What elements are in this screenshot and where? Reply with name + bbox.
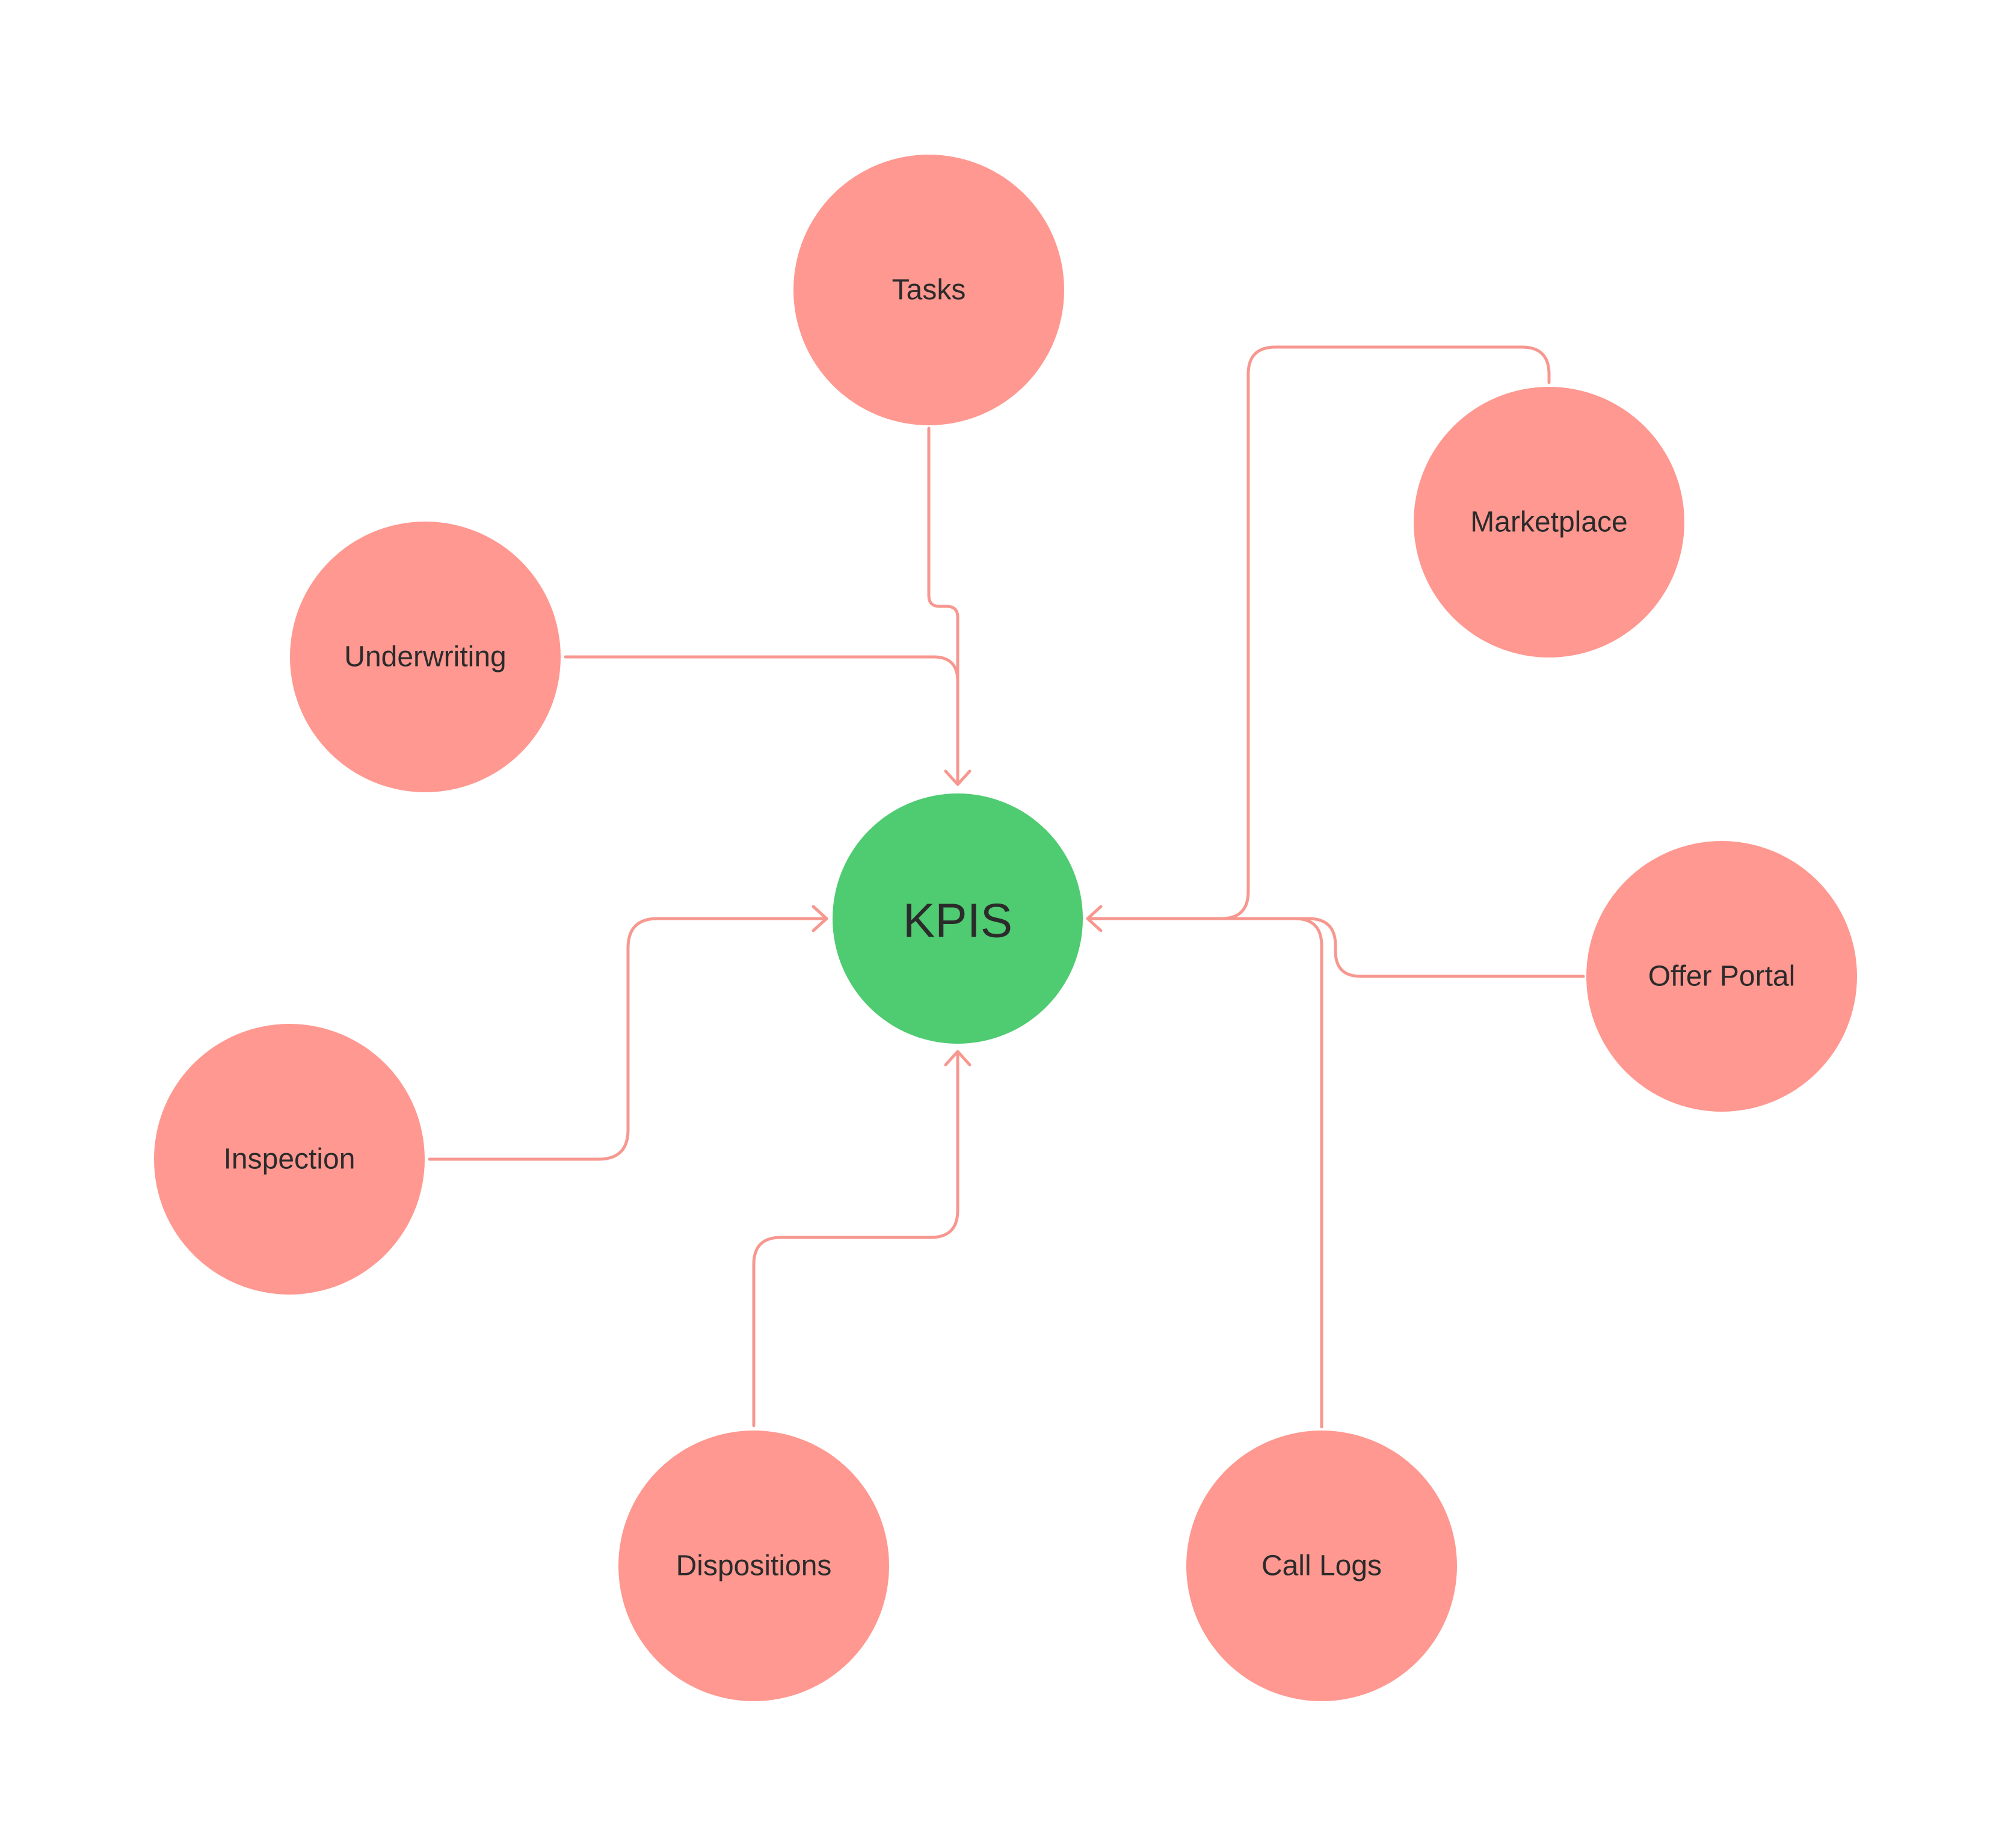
connector-inspection-kpis [428,917,828,1161]
node-call-logs-circle [1186,1431,1457,1701]
node-kpis-hub[interactable]: KPIS [833,793,1083,1044]
arrowheads [812,769,1103,1067]
node-call-logs[interactable]: Call Logs [1186,1431,1457,1701]
node-underwriting-label: Underwriting [344,641,506,673]
node-kpis-label: KPIS [903,894,1012,947]
node-marketplace[interactable]: Marketplace [1414,387,1684,658]
node-underwriting-circle [290,522,561,792]
connector-underwriting-kpis [564,655,959,785]
node-dispositions[interactable]: Dispositions [618,1431,889,1701]
arrowhead-top [944,769,972,786]
node-kpis-circle [833,793,1083,1044]
node-underwriting[interactable]: Underwriting [290,522,561,792]
node-inspection[interactable]: Inspection [154,1024,425,1295]
connector-call-logs-kpis [1087,917,1323,1429]
arrowhead-left [812,905,828,932]
node-call-logs-label: Call Logs [1261,1550,1382,1582]
node-offer-portal[interactable]: Offer Portal [1586,841,1857,1112]
connector-tasks-kpis [927,427,959,785]
node-inspection-label: Inspection [224,1144,356,1175]
node-inspection-circle [154,1024,425,1295]
node-dispositions-label: Dispositions [676,1550,832,1582]
connector-marketplace-kpis [1087,345,1551,920]
node-tasks-label: Tasks [892,274,966,306]
connectors [428,345,1585,1429]
arrowhead-bottom [944,1050,972,1067]
node-tasks-circle [793,155,1064,425]
node-offer-portal-label: Offer Portal [1648,961,1796,993]
node-offer-portal-circle [1586,841,1857,1112]
node-marketplace-circle [1414,387,1684,658]
arrowhead-right [1086,905,1103,932]
connector-offer-portal-kpis [1087,917,1585,978]
node-dispositions-circle [618,1431,889,1701]
node-tasks[interactable]: Tasks [793,155,1064,425]
connector-dispositions-kpis [752,1051,959,1428]
node-marketplace-label: Marketplace [1470,507,1627,538]
